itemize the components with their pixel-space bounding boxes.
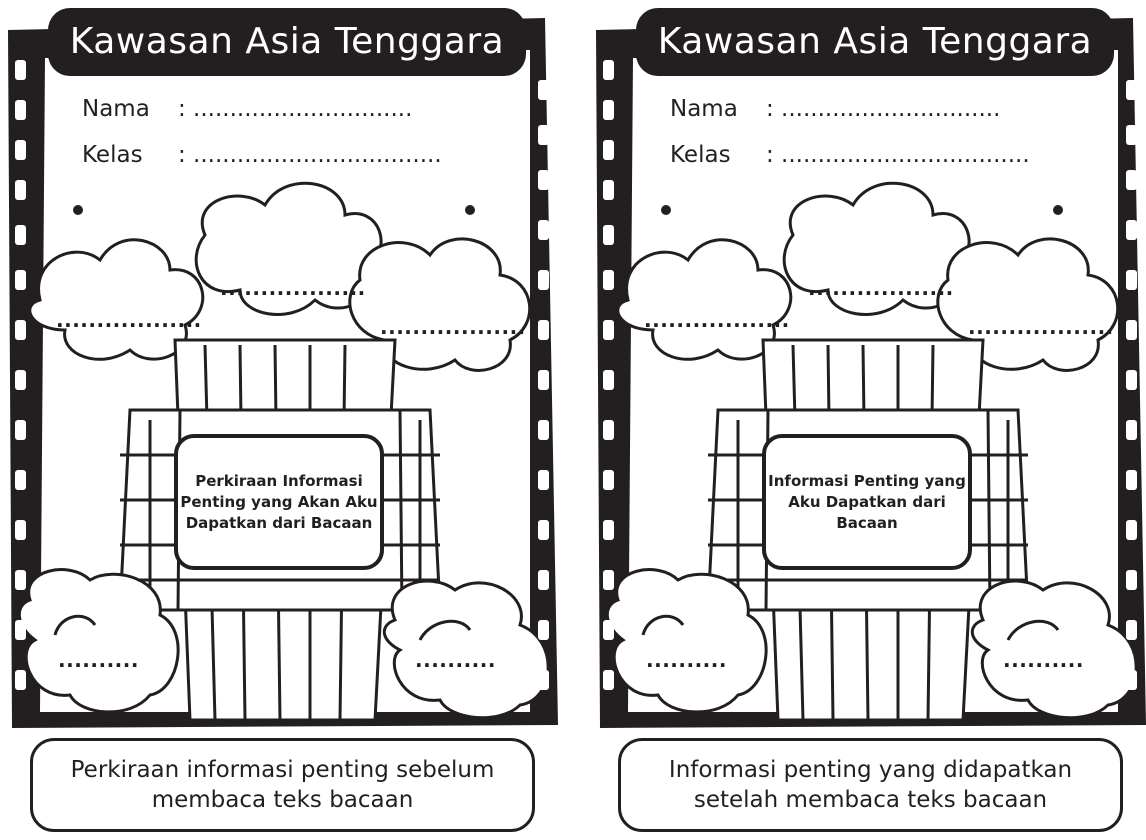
blank-top[interactable]: .................. — [220, 276, 366, 300]
blank-top[interactable]: .................. — [808, 276, 954, 300]
film-strip-frame — [8, 18, 558, 728]
class-blank[interactable]: : .................................. — [766, 142, 1030, 168]
name-blank[interactable]: : .............................. — [766, 96, 1001, 122]
worksheet-card-before: Kawasan Asia Tenggara Nama : ............… — [0, 0, 565, 840]
class-label: Kelas — [82, 142, 143, 168]
worksheet-title: Kawasan Asia Tenggara — [636, 8, 1114, 76]
class-field[interactable]: Kelas : .................................… — [82, 142, 442, 168]
class-label: Kelas — [670, 142, 731, 168]
blank-bottom-left[interactable]: .......... — [646, 648, 727, 672]
blank-bottom-right[interactable]: .......... — [1003, 648, 1084, 672]
film-strip-frame — [596, 18, 1146, 728]
name-field[interactable]: Nama : .............................. — [82, 96, 412, 122]
blank-bottom-right[interactable]: .......... — [415, 648, 496, 672]
class-blank[interactable]: : .................................. — [178, 142, 442, 168]
blank-left[interactable]: .................. — [644, 308, 790, 332]
name-label: Nama — [82, 96, 150, 122]
caption-box: Informasi penting yang didapatkan setela… — [618, 738, 1123, 832]
blank-bottom-left[interactable]: .......... — [58, 648, 139, 672]
class-field[interactable]: Kelas : .................................… — [670, 142, 1030, 168]
name-blank[interactable]: : .............................. — [178, 96, 413, 122]
name-field[interactable]: Nama : .............................. — [670, 96, 1000, 122]
blank-left[interactable]: .................. — [56, 308, 202, 332]
worksheet-card-after: Kawasan Asia Tenggara Nama : ............… — [588, 0, 1146, 840]
caption-box: Perkiraan informasi penting sebelum memb… — [30, 738, 535, 832]
center-label: Perkiraan Informasi Penting yang Akan Ak… — [180, 471, 378, 532]
name-label: Nama — [670, 96, 738, 122]
blank-right[interactable]: .................. — [968, 315, 1114, 339]
worksheet-title: Kawasan Asia Tenggara — [48, 8, 526, 76]
center-label: Informasi Penting yang Aku Dapatkan dari… — [768, 471, 966, 532]
blank-right[interactable]: .................. — [380, 315, 526, 339]
